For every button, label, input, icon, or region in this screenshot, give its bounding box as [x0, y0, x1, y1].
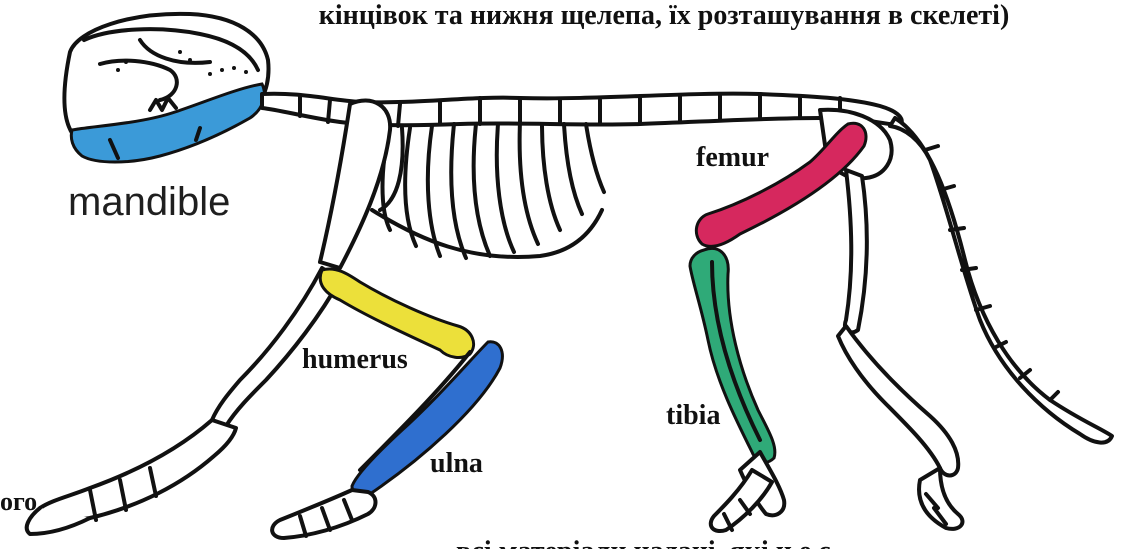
left-front-leg: [27, 268, 340, 534]
label-mandible: mandible: [68, 180, 230, 224]
header-text: кінцівок та нижня щелепа, їх розташуванн…: [319, 0, 1010, 31]
label-femur: femur: [696, 142, 769, 173]
tail: [890, 118, 1112, 443]
scapula: [320, 100, 390, 268]
hind-foot-near: [711, 452, 784, 531]
left-fragment-text: ого: [0, 487, 37, 516]
label-ulna: ulna: [430, 448, 483, 479]
label-humerus: humerus: [302, 344, 408, 375]
label-tibia: tibia: [666, 400, 720, 431]
rib-cage: [372, 122, 604, 258]
front-foot: [272, 490, 375, 538]
far-hind-leg: [838, 170, 962, 529]
footer-text: всі матеріали надані, які н е с: [456, 536, 831, 549]
